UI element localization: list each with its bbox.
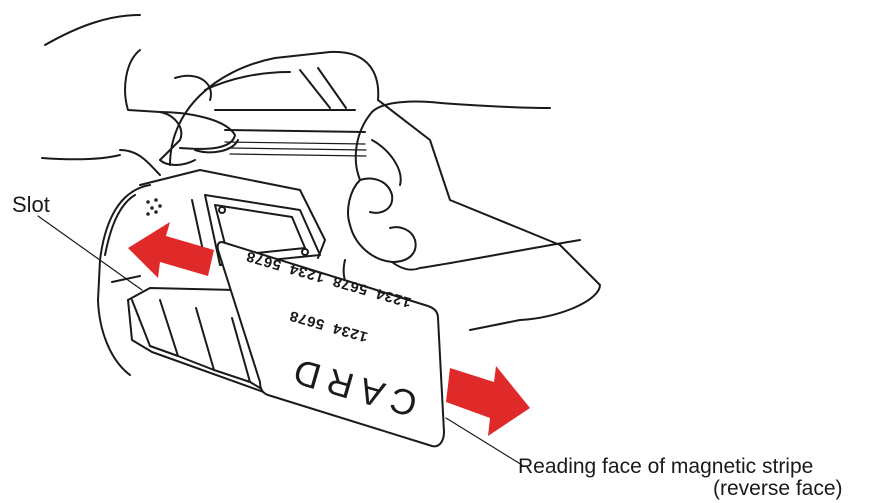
- insert-direction-arrow-left: [128, 222, 214, 278]
- right-hand: [344, 101, 580, 305]
- slot-leader-line: [38, 216, 142, 290]
- reading-face-label: Reading face of magnetic stripe: [518, 455, 813, 479]
- slot-label: Slot: [12, 192, 50, 218]
- reverse-face-label: (reverse face): [713, 477, 843, 501]
- left-hand: [42, 15, 238, 165]
- stripe-leader-line: [446, 418, 522, 465]
